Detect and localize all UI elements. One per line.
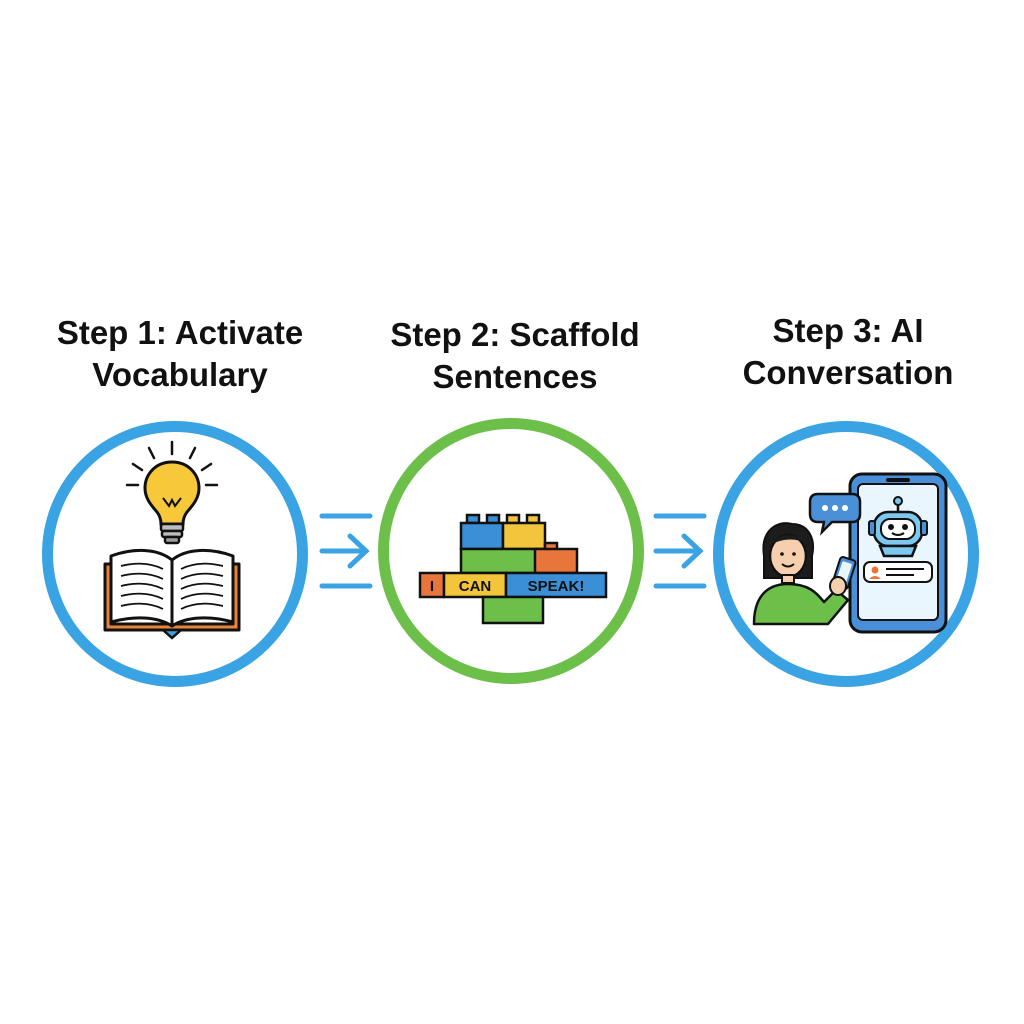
brick-label-can: CAN: [459, 578, 492, 595]
step-3-illustration: [752, 472, 948, 634]
step-2-circle: I CAN SPEAK!: [378, 418, 644, 684]
brick-blue: [459, 521, 505, 551]
brick-green: [459, 547, 547, 575]
brick-green-bottom: [481, 595, 545, 625]
chat-message-icon: [863, 561, 933, 583]
step-1-illustration: [103, 440, 241, 640]
lightbulb-icon: [143, 460, 201, 545]
person-icon: [752, 522, 857, 626]
open-book-icon: [103, 548, 241, 640]
brick-yellow: [501, 521, 547, 551]
building-bricks-icon: I CAN SPEAK!: [418, 513, 608, 625]
arrow-right-icon: [653, 513, 707, 589]
step-1-title: Step 1: Activate Vocabulary: [56, 314, 304, 393]
step-1-circle: [42, 421, 308, 687]
robot-icon: [868, 496, 928, 558]
brick-label-i: I: [430, 578, 434, 595]
brick-label-speak: SPEAK!: [528, 578, 585, 595]
brick-orange: [533, 547, 579, 575]
step-2-title: Step 2: Scaffold Sentences: [390, 316, 640, 395]
step-3-title: Step 3: AI Conversation: [742, 312, 954, 391]
brick-i: [418, 571, 446, 599]
speech-bubble-icon: [808, 492, 862, 536]
light-rays-icon: [125, 440, 219, 487]
brick-speak: [504, 571, 608, 599]
arrow-right-icon: [319, 513, 373, 589]
step-3-circle: [713, 421, 979, 687]
brick-can: [442, 571, 508, 599]
